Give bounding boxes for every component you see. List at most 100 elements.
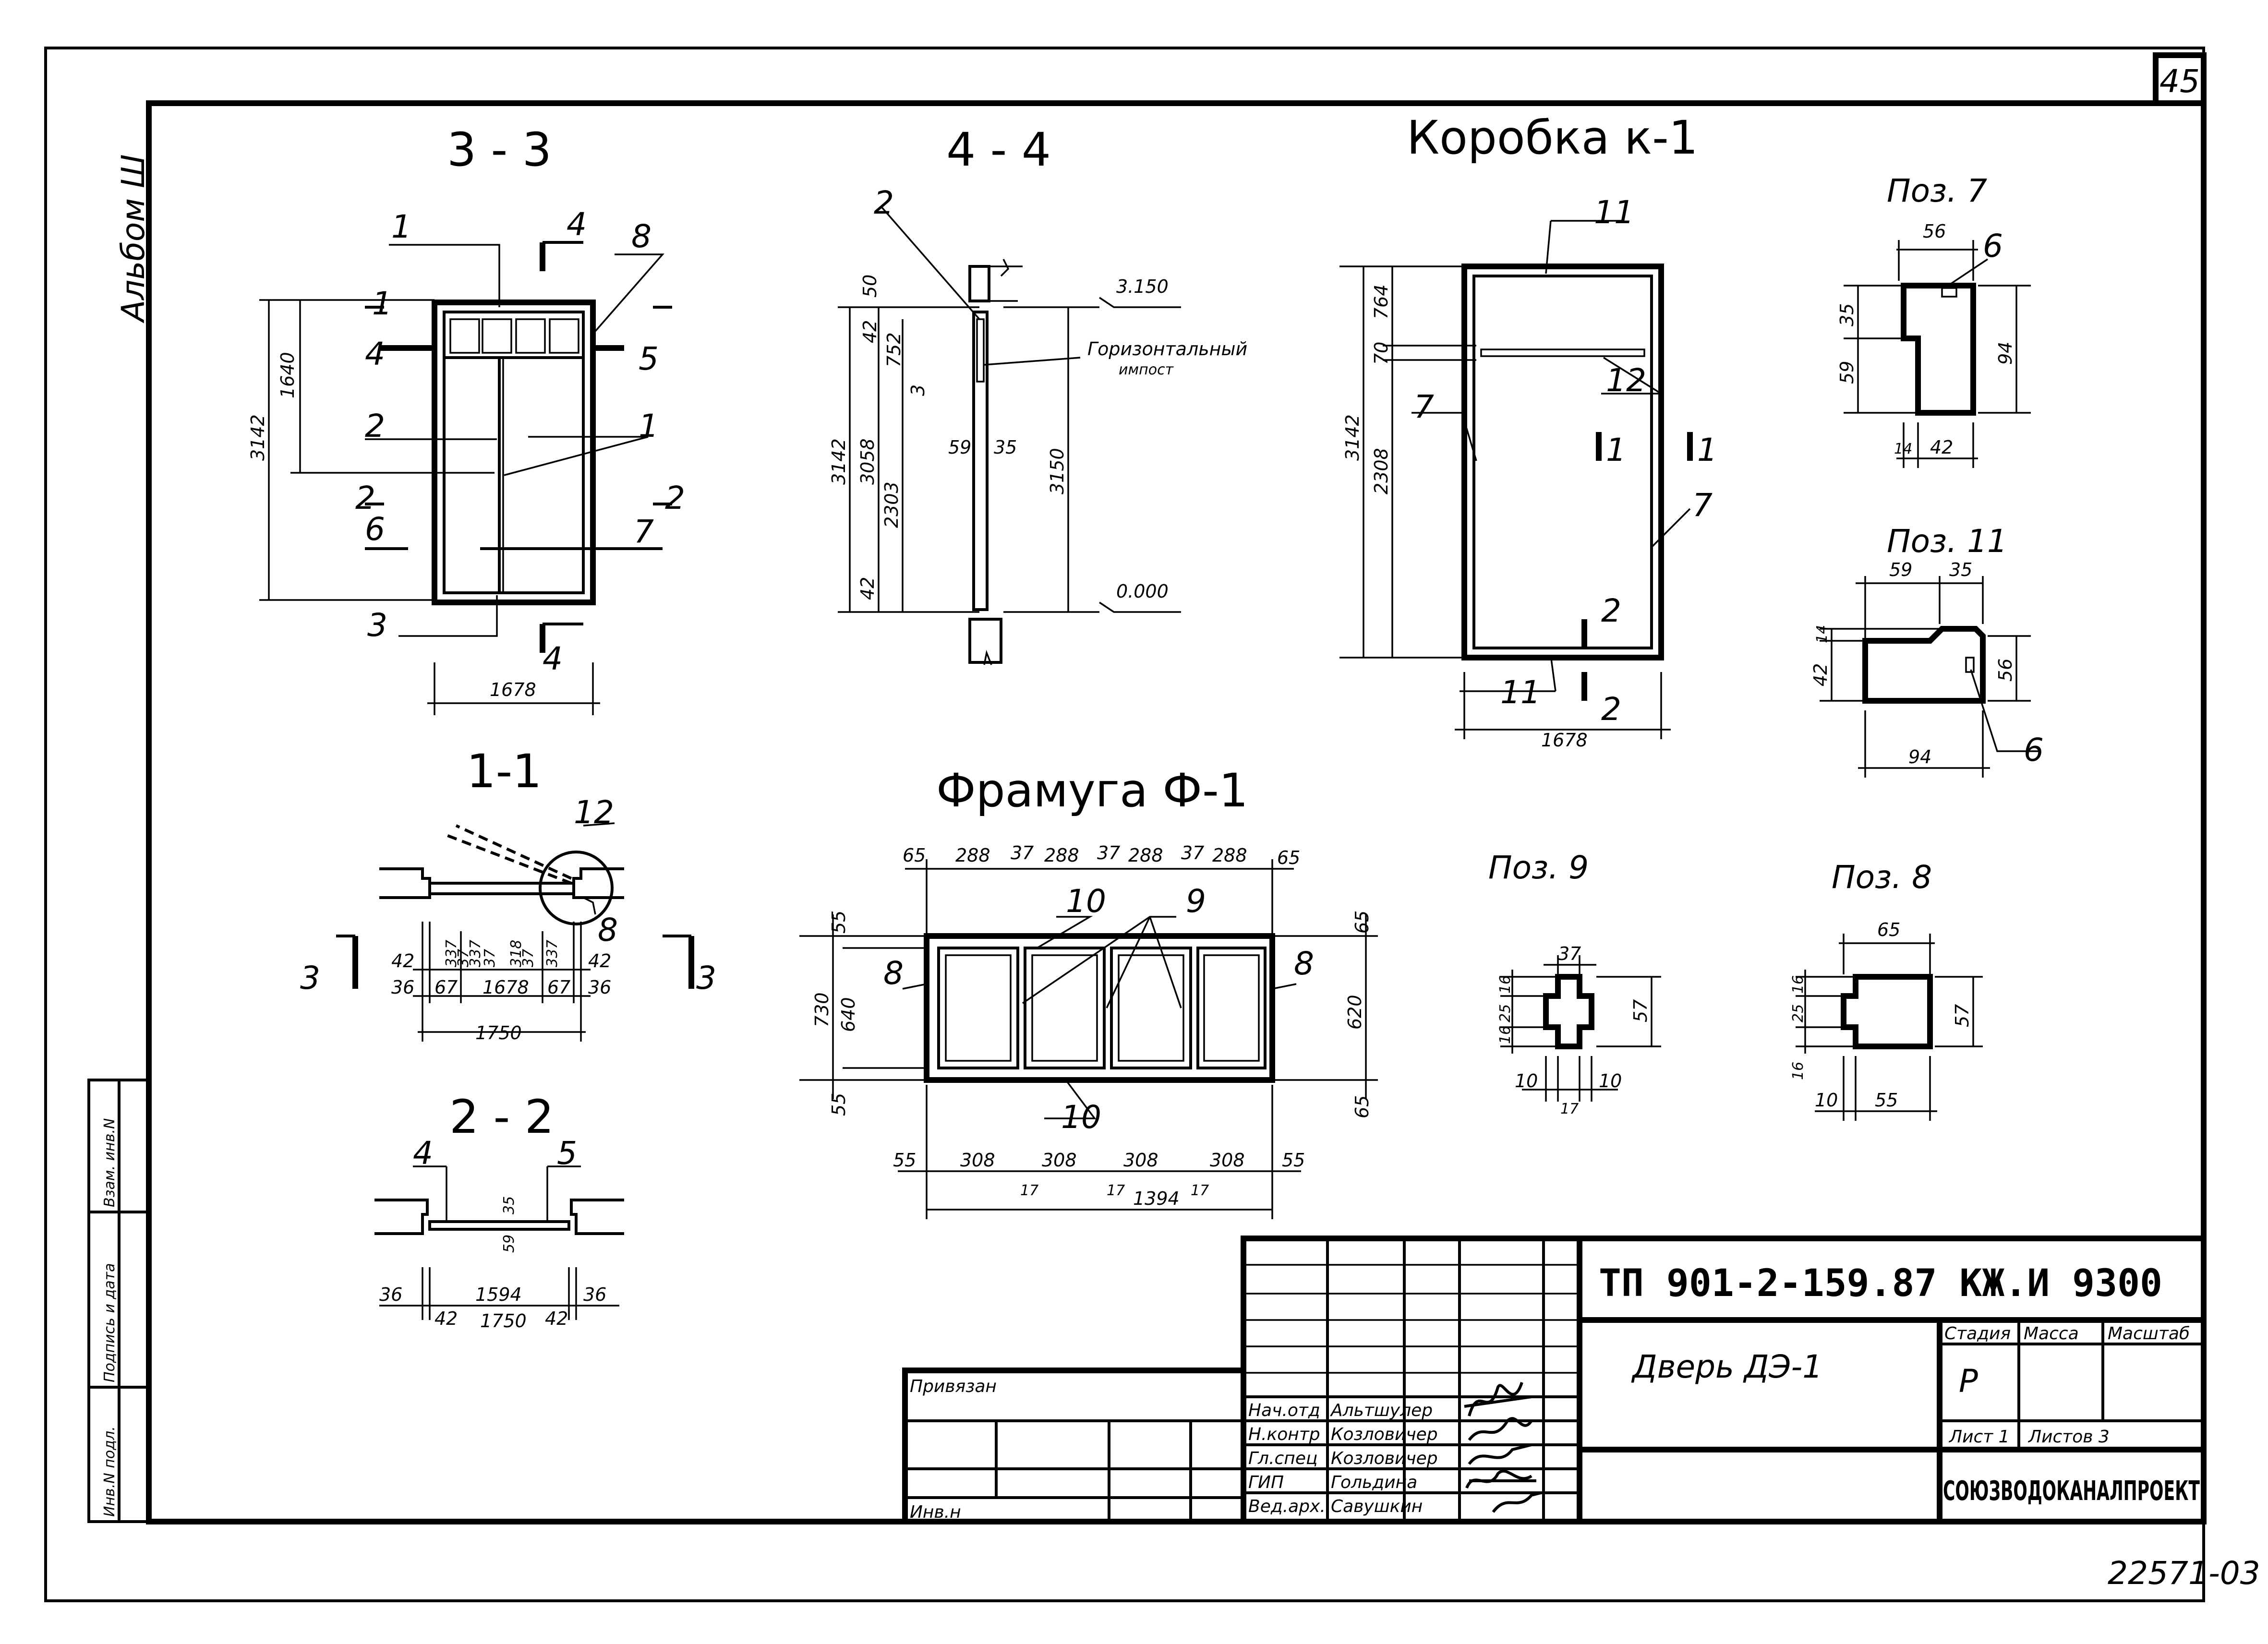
korobka-label-2a: 2 bbox=[1601, 592, 1621, 629]
s33-label-4b: 4 bbox=[365, 336, 385, 372]
s11-dim-37b: 37 bbox=[482, 949, 498, 967]
view-section-3-3: 3 - 3 1 bbox=[247, 123, 685, 715]
s11-dim-36a: 36 bbox=[391, 977, 414, 998]
poz7-dim-56: 56 bbox=[1923, 221, 1946, 242]
framuga-top-37a: 37 bbox=[1011, 842, 1034, 864]
s44-dim-3150: 3150 bbox=[1047, 448, 1068, 494]
poz8-dim-57: 57 bbox=[1952, 1004, 1973, 1027]
s33-label-1: 1 bbox=[391, 208, 411, 245]
framuga-right-620: 620 bbox=[1344, 995, 1365, 1030]
korobka-label-11a: 11 bbox=[1594, 194, 1634, 231]
framuga-label-10b: 10 bbox=[1061, 1099, 1101, 1136]
view-korobka-k1: Коробка к-1 11 12 7 1 1 7 2 11 2 764 70 bbox=[1339, 111, 1717, 751]
stage-header: Стадия bbox=[1944, 1324, 2011, 1344]
poz11-dim-94: 94 bbox=[1908, 746, 1931, 768]
s11-label-12: 12 bbox=[574, 794, 614, 831]
framuga-bot-308b: 308 bbox=[1042, 1150, 1077, 1171]
sig-name-1: Козловичер bbox=[1331, 1425, 1438, 1444]
s44-dim-35: 35 bbox=[994, 437, 1017, 458]
poz9-dim-10b: 10 bbox=[1599, 1070, 1622, 1092]
poz7-label-6: 6 bbox=[1983, 228, 2003, 264]
s33-label-6: 6 bbox=[365, 511, 385, 548]
framuga-top-37c: 37 bbox=[1181, 842, 1204, 864]
korobka-dim-1678: 1678 bbox=[1541, 730, 1588, 751]
framuga-small-17b: 17 bbox=[1107, 1182, 1125, 1199]
s11-label-3b: 3 bbox=[696, 960, 716, 996]
s33-dim-1678: 1678 bbox=[490, 679, 536, 700]
framuga-bot-55b: 55 bbox=[1282, 1150, 1305, 1171]
sig-role-0: Нач.отд bbox=[1248, 1401, 1320, 1420]
poz8-dim-65: 65 bbox=[1877, 919, 1900, 940]
poz9-dim-10a: 10 bbox=[1515, 1070, 1538, 1092]
poz9-dim-16a: 16 bbox=[1497, 975, 1514, 994]
view-2-2-title: 2 - 2 bbox=[449, 1090, 554, 1144]
s22-dim-42a: 42 bbox=[434, 1308, 458, 1329]
poz7-dim-59: 59 bbox=[1836, 361, 1858, 384]
poz7-dim-35: 35 bbox=[1836, 303, 1858, 326]
s22-dim-1594: 1594 bbox=[475, 1284, 522, 1305]
s33-dim-3142: 3142 bbox=[247, 414, 268, 461]
view-section-4-4: 4 - 4 2 3.150 0.000 Горизонтальный импос… bbox=[828, 123, 1247, 665]
poz9-dim-25: 25 bbox=[1497, 1004, 1514, 1022]
s44-note-impost-2: импост bbox=[1119, 361, 1174, 378]
s44-dim-59: 59 bbox=[948, 437, 971, 458]
organization-name: СОЮЗВОДОКАНАЛПРОЕКТ bbox=[1943, 1476, 2200, 1507]
view-4-4-title: 4 - 4 bbox=[946, 123, 1051, 177]
framuga-label-8b: 8 bbox=[1294, 945, 1314, 982]
poz9-dim-57: 57 bbox=[1630, 999, 1651, 1022]
poz9-dim-37: 37 bbox=[1558, 943, 1581, 964]
korobka-label-1b: 1 bbox=[1697, 432, 1717, 468]
poz7-title: Поз. 7 bbox=[1887, 172, 1987, 209]
s44-dim-3: 3 bbox=[907, 384, 929, 396]
sheet-number-box bbox=[2153, 52, 2207, 106]
view-section-1-1: 1-1 12 8 3 3 42 36 67 1678 67 42 36 1750… bbox=[300, 744, 716, 1044]
poz11-dim-56: 56 bbox=[1995, 659, 2016, 682]
poz11-dim-42: 42 bbox=[1810, 663, 1831, 686]
project-code: ТП 901-2-159.87 КЖ.И 9300 bbox=[1599, 1262, 2162, 1305]
s44-dim-752: 752 bbox=[883, 332, 905, 367]
s33-label-2c: 2 bbox=[665, 480, 685, 516]
korobka-label-1a: 1 bbox=[1606, 432, 1626, 468]
s22-dim-35: 35 bbox=[501, 1196, 518, 1214]
korobka-label-11b: 11 bbox=[1500, 674, 1541, 711]
s11-dim-1750: 1750 bbox=[475, 1022, 522, 1044]
album-label: Альбом Ш bbox=[115, 154, 152, 324]
framuga-bot-308a: 308 bbox=[960, 1150, 995, 1171]
framuga-title: Фрамуга Ф-1 bbox=[936, 764, 1248, 817]
s11-dim-1678: 1678 bbox=[483, 977, 529, 998]
s22-label-4: 4 bbox=[413, 1135, 433, 1172]
framuga-top-288c: 288 bbox=[1128, 845, 1163, 866]
poz11-dim-59: 59 bbox=[1889, 559, 1912, 580]
sheet-number: 45 bbox=[2159, 63, 2200, 100]
s11-dim-67a: 67 bbox=[434, 977, 458, 998]
side-col-sign: Подпись и дата bbox=[101, 1263, 118, 1383]
s11-dim-337b: 337 bbox=[467, 940, 484, 967]
poz9-title: Поз. 9 bbox=[1488, 849, 1589, 886]
s44-dim-3058: 3058 bbox=[857, 438, 878, 485]
s22-dim-42b: 42 bbox=[545, 1308, 568, 1329]
s44-label-2: 2 bbox=[874, 184, 894, 221]
sig-name-0: Альтшулер bbox=[1330, 1401, 1433, 1420]
poz11-label-6: 6 bbox=[2024, 732, 2044, 768]
sig-role-4: Вед.арх. bbox=[1248, 1497, 1326, 1516]
s22-label-5: 5 bbox=[557, 1135, 577, 1172]
s11-dim-42b: 42 bbox=[588, 950, 611, 972]
s22-dim-36a: 36 bbox=[379, 1284, 402, 1305]
s22-dim-1750: 1750 bbox=[480, 1310, 527, 1332]
framuga-left-730: 730 bbox=[811, 992, 832, 1027]
s11-dim-42a: 42 bbox=[391, 950, 414, 972]
scale-header: Масштаб bbox=[2108, 1324, 2190, 1344]
poz8-title: Поз. 8 bbox=[1832, 859, 1932, 896]
framuga-left-640: 640 bbox=[838, 997, 859, 1032]
s44-dim-2303: 2303 bbox=[881, 481, 902, 528]
drawing-title: Дверь ДЭ-1 bbox=[1631, 1348, 1822, 1385]
s33-label-8: 8 bbox=[631, 218, 651, 255]
s11-label-8: 8 bbox=[598, 912, 618, 948]
s11-dim-337c: 337 bbox=[544, 940, 561, 967]
framuga-top-288d: 288 bbox=[1212, 845, 1247, 866]
framuga-label-8a: 8 bbox=[883, 955, 904, 992]
s33-dim-1640: 1640 bbox=[277, 352, 298, 398]
s11-dim-67b: 67 bbox=[547, 977, 570, 998]
framuga-bot-308d: 308 bbox=[1210, 1150, 1245, 1171]
